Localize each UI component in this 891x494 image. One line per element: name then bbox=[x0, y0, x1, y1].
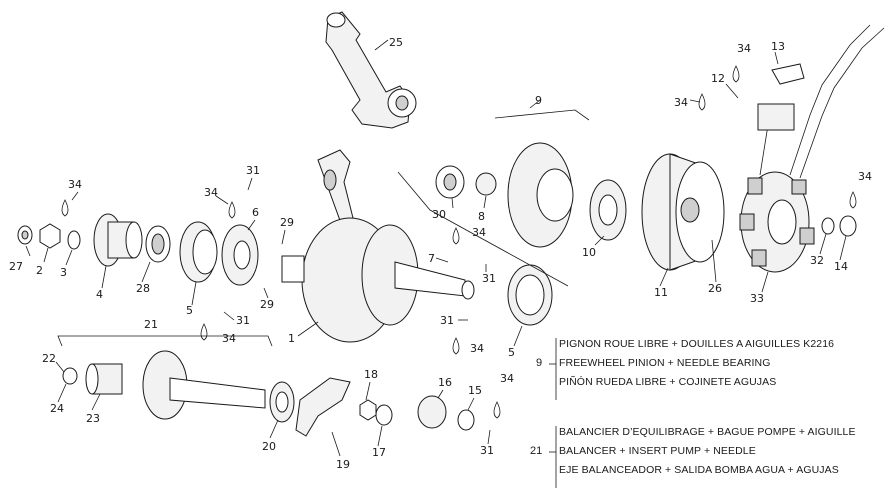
callout-20: 20 bbox=[262, 440, 276, 453]
callout-31: 31 bbox=[246, 164, 260, 177]
legend-21-line-fr: BALANCIER D’EQUILIBRAGE + BAGUE POMPE + … bbox=[559, 426, 856, 438]
callout-29: 29 bbox=[280, 216, 294, 229]
lubrication-drops bbox=[61, 65, 857, 419]
callout-4: 4 bbox=[96, 288, 103, 301]
callout-3: 3 bbox=[60, 266, 67, 279]
callout-11: 11 bbox=[654, 286, 668, 299]
callout-34: 34 bbox=[472, 226, 486, 239]
callout-27: 27 bbox=[9, 260, 23, 273]
callout-31: 31 bbox=[236, 314, 250, 327]
callout-34: 34 bbox=[204, 186, 218, 199]
callout-26: 26 bbox=[708, 282, 722, 295]
legend-21-line-es: EJE BALANCEADOR + SALIDA BOMBA AGUA + AG… bbox=[559, 464, 839, 476]
callout-10: 10 bbox=[582, 246, 596, 259]
callout-13: 13 bbox=[771, 40, 785, 53]
callout-34: 34 bbox=[68, 178, 82, 191]
callout-16: 16 bbox=[438, 376, 452, 389]
callout-15: 15 bbox=[468, 384, 482, 397]
connecting-rod bbox=[325, 11, 417, 129]
callout-12: 12 bbox=[711, 72, 725, 85]
stator bbox=[739, 24, 885, 273]
callout-31: 31 bbox=[480, 444, 494, 457]
callout-numbers: 25 9 34 13 12 34 31 34 6 29 34 30 8 34 1… bbox=[9, 36, 872, 471]
callout-8: 8 bbox=[478, 210, 485, 223]
callout-2: 2 bbox=[36, 264, 43, 277]
callout-21: 21 bbox=[144, 318, 158, 331]
leader-lines bbox=[25, 39, 847, 457]
callout-5: 5 bbox=[508, 346, 515, 359]
right-bearing bbox=[507, 264, 553, 326]
callout-19: 19 bbox=[336, 458, 350, 471]
callout-33: 33 bbox=[750, 292, 764, 305]
callout-34: 34 bbox=[737, 42, 751, 55]
freewheel-pinion-group bbox=[435, 142, 627, 248]
callout-9: 9 bbox=[535, 94, 542, 107]
left-bearing-and-gear bbox=[179, 221, 259, 286]
callout-34: 34 bbox=[500, 372, 514, 385]
callout-14: 14 bbox=[834, 260, 848, 273]
crankshaft bbox=[281, 149, 475, 343]
flywheel-rotor bbox=[641, 153, 725, 271]
callout-28: 28 bbox=[136, 282, 150, 295]
callout-25: 25 bbox=[389, 36, 403, 49]
callout-34: 34 bbox=[858, 170, 872, 183]
callout-5: 5 bbox=[186, 304, 193, 317]
callout-22: 22 bbox=[42, 352, 56, 365]
callout-18: 18 bbox=[364, 368, 378, 381]
callout-7: 7 bbox=[428, 252, 435, 265]
callout-29: 29 bbox=[260, 298, 274, 311]
callout-32: 32 bbox=[810, 254, 824, 267]
group-outlines bbox=[57, 109, 590, 488]
legend-9-line-fr: PIGNON ROUE LIBRE + DOUILLES A AIGUILLES… bbox=[559, 338, 835, 350]
legend-ref-9: 9 bbox=[536, 357, 543, 369]
callout-34: 34 bbox=[470, 342, 484, 355]
callout-34: 34 bbox=[674, 96, 688, 109]
left-shaft-parts bbox=[17, 213, 171, 267]
legend-21-line-en: BALANCER + INSERT PUMP + NEEDLE bbox=[559, 445, 756, 457]
balancer-shaft-group bbox=[62, 350, 475, 437]
callout-6: 6 bbox=[252, 206, 259, 219]
legend-9-line-es: PIÑÓN RUEDA LIBRE + COJINETE AGUJAS bbox=[559, 376, 777, 388]
callout-17: 17 bbox=[372, 446, 386, 459]
legend-9-line-en: FREEWHEEL PINION + NEEDLE BEARING bbox=[559, 357, 771, 369]
legend-braces bbox=[549, 363, 556, 453]
callout-31: 31 bbox=[440, 314, 454, 327]
callout-24: 24 bbox=[50, 402, 64, 415]
callout-34: 34 bbox=[222, 332, 236, 345]
callout-31: 31 bbox=[482, 272, 496, 285]
callout-1: 1 bbox=[288, 332, 295, 345]
callout-23: 23 bbox=[86, 412, 100, 425]
legend-ref-21: 21 bbox=[530, 445, 543, 457]
callout-30: 30 bbox=[432, 208, 446, 221]
